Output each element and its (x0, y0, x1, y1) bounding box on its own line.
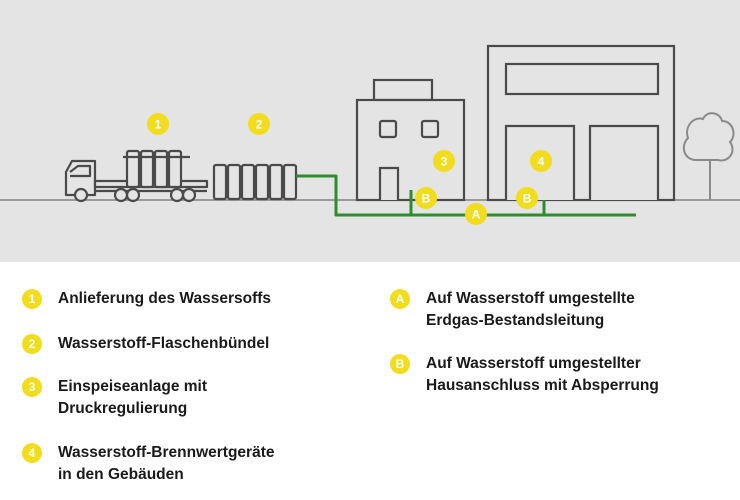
tree-icon (682, 112, 735, 200)
legend-item-b: B Auf Wasserstoff umgestellter Hausansch… (390, 354, 659, 397)
legend-badge-b: B (390, 354, 410, 374)
legend-badge-4: 4 (22, 443, 42, 463)
svg-text:B: B (422, 192, 431, 206)
marker-a: A (465, 203, 487, 225)
marker-1: 1 (147, 113, 169, 135)
legend-badge-2: 2 (22, 334, 42, 354)
legend-text-3: Einspeiseanlage mit Druckregulierung (58, 378, 208, 417)
marker-b-small-building: B (415, 187, 437, 209)
legend-item-a: A Auf Wasserstoff umgestellte Erdgas-Bes… (390, 289, 635, 332)
diagram-scene: 1 2 3 4 A B B (0, 0, 740, 262)
legend-text-2: Wasserstoff-Flaschenbündel (58, 335, 270, 352)
legend-badge-3: 3 (22, 377, 42, 397)
legend-text-1: Anlieferung des Wassersoffs (58, 290, 272, 307)
marker-3: 3 (433, 150, 455, 172)
legend-text-a: Auf Wasserstoff umgestellte Erdgas-Besta… (426, 290, 635, 329)
cylinder-bundle-icon (212, 163, 298, 201)
legend-badge-1: 1 (22, 289, 42, 309)
marker-4: 4 (530, 150, 552, 172)
legend-item-4: 4 Wasserstoff-Brennwertgeräte in den Geb… (22, 443, 274, 486)
legend-text-4: Wasserstoff-Brennwertgeräte in den Gebäu… (58, 444, 275, 483)
marker-b-large-building: B (516, 187, 538, 209)
svg-text:2: 2 (256, 118, 263, 132)
scene-illustration: 1 2 3 4 A B B (0, 44, 740, 225)
large-building-icon (486, 44, 676, 202)
legend-item-3: 3 Einspeiseanlage mit Druckregulierung (22, 377, 207, 420)
svg-text:A: A (472, 208, 481, 222)
legend-badge-a: A (390, 289, 410, 309)
svg-text:3: 3 (441, 155, 448, 169)
svg-text:B: B (523, 192, 532, 206)
legend-item-1: 1 Anlieferung des Wassersoffs (22, 289, 271, 310)
legend: 1 Anlieferung des Wassersoffs 2 Wasserst… (0, 262, 740, 500)
legend-text-b: Auf Wasserstoff umgestellter Hausanschlu… (426, 355, 659, 394)
small-building-icon (355, 78, 466, 202)
truck-icon (64, 149, 209, 203)
svg-text:4: 4 (538, 155, 545, 169)
marker-2: 2 (248, 113, 270, 135)
svg-text:1: 1 (155, 118, 162, 132)
legend-item-2: 2 Wasserstoff-Flaschenbündel (22, 334, 269, 355)
